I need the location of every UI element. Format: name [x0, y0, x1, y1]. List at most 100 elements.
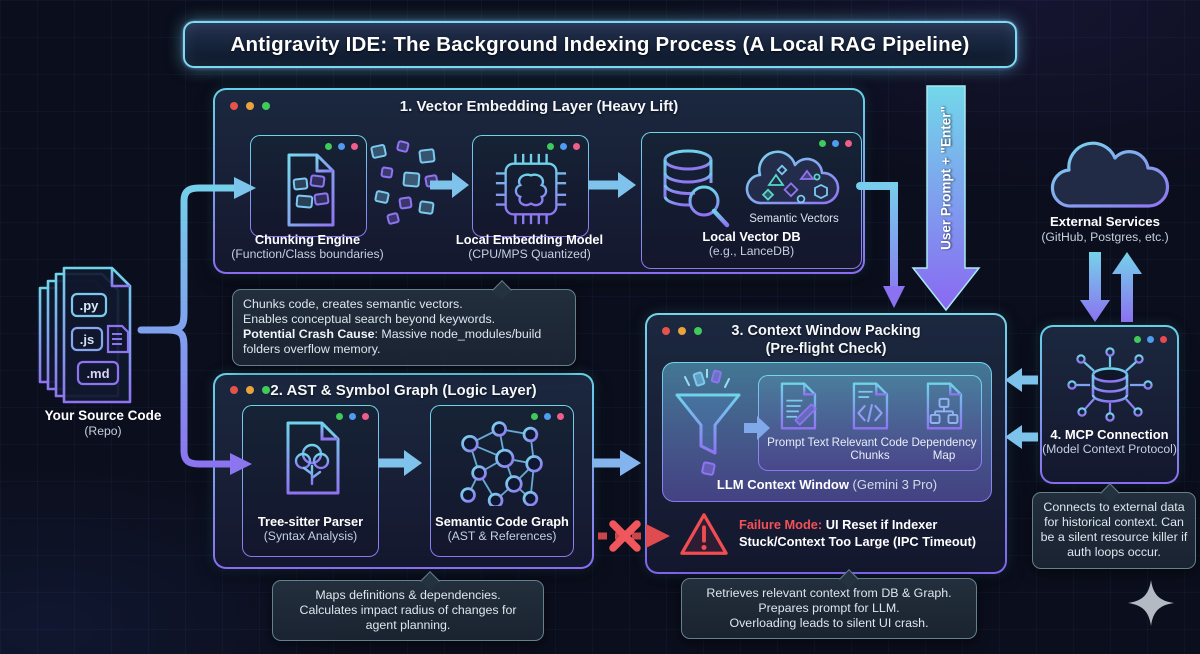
note-bold: Potential Crash Cause — [243, 327, 375, 342]
caption-bold: LLM Context Window — [716, 477, 849, 492]
dot-blue — [338, 143, 345, 150]
dot-green — [819, 140, 826, 147]
prompt-text-item: Prompt Text — [763, 381, 833, 449]
dot-blue — [349, 413, 356, 420]
arrowhead-box1-to-box3 — [883, 286, 905, 308]
dependency-doc-icon — [926, 382, 963, 430]
tree-sitter-node: Tree-sitter Parser (Syntax Analysis) — [242, 405, 379, 557]
minimize-icon — [246, 386, 254, 394]
maximize-icon — [694, 327, 702, 335]
code-chunks-label: Relevant Code Chunks — [831, 436, 909, 463]
note-line: Calculates impact radius of changes for — [299, 603, 517, 618]
maximize-icon — [262, 102, 270, 110]
failure-line-1: UI Reset if Indexer — [822, 517, 938, 532]
note-line: Retrieves relevant context from DB & Gra… — [706, 586, 952, 600]
chip-brain-icon — [495, 153, 566, 225]
tree-parser-icon — [286, 421, 339, 495]
context-items-box: Prompt Text Relevant Code Chunks — [758, 375, 982, 471]
external-services-group: External Services (GitHub, Postgres, etc… — [1022, 128, 1188, 244]
ast-symbol-graph-window: 2. AST & Symbol Graph (Logic Layer) Tree… — [213, 373, 594, 569]
note-line: Chunks code, creates semantic vectors. — [243, 297, 463, 311]
warning-icon — [680, 513, 728, 555]
dot-red — [1160, 336, 1167, 343]
mcp-hub-icon — [1066, 347, 1153, 422]
cloud-icon — [1050, 141, 1170, 208]
close-icon — [230, 386, 238, 394]
failure-line-2: Stuck/Context Too Large (IPC Timeout) — [739, 533, 976, 549]
code-doc-icon — [852, 382, 889, 430]
arrow-box1-to-box3 — [856, 182, 898, 292]
source-code-group: .py .js .md Your Source Code (Repo) — [28, 266, 178, 438]
caption-rest: (Gemini 3 Pro) — [848, 477, 938, 492]
dot-green — [325, 143, 332, 150]
scattered-chunks-icon — [370, 140, 439, 225]
mcp-connection-window: 4. MCP Connection (Model Context Protoco… — [1040, 325, 1179, 484]
vector-db-label: Local Vector DB (e.g., LanceDB) — [702, 229, 801, 259]
llm-context-caption: LLM Context Window (Gemini 3 Pro) — [663, 477, 991, 492]
close-icon — [230, 102, 238, 110]
user-prompt-label: User Prompt + "Enter" — [938, 106, 954, 250]
tree-sitter-label: Tree-sitter Parser (Syntax Analysis) — [257, 514, 364, 544]
database-search-icon — [663, 149, 730, 228]
chunking-doc-icon — [287, 153, 334, 227]
note-line: Maps definitions & dependencies. — [315, 588, 501, 602]
external-services-label: External Services (GitHub, Postgres, etc… — [1041, 214, 1169, 244]
dependency-map-item: Dependency Map — [909, 381, 979, 463]
note-line: agent planning. — [365, 618, 451, 633]
dependency-map-label: Dependency Map — [911, 436, 977, 463]
vector-embedding-layer-window: 1. Vector Embedding Layer (Heavy Lift) C… — [213, 88, 865, 274]
ast-layer-note: Maps definitions & dependencies. Calcula… — [272, 571, 544, 642]
diagram-title: Antigravity IDE: The Background Indexing… — [230, 32, 970, 56]
llm-context-container: Prompt Text Relevant Code Chunks — [662, 362, 992, 502]
vector-layer-note: Chunks code, creates semantic vectors. E… — [232, 280, 576, 366]
arrow-mcp-to-box3-bottom — [1005, 425, 1038, 449]
semantic-vectors-cloud-icon — [745, 150, 840, 205]
failure-label: Failure Mode: — [739, 517, 823, 532]
arrow-mcp-to-cloud — [1112, 252, 1142, 322]
dot-green — [336, 413, 343, 420]
close-icon — [662, 327, 670, 335]
arrow-box2-to-box3 — [592, 450, 641, 476]
chunking-engine-node — [250, 135, 367, 237]
mini-window-controls — [547, 143, 580, 150]
dot-green — [1134, 336, 1141, 343]
title-line-1: 3. Context Window Packing — [731, 323, 921, 339]
title-line-2: (Pre-flight Check) — [765, 341, 887, 358]
context-packing-title: 3. Context Window Packing (Pre-flight Ch… — [647, 322, 1005, 358]
context-packing-note: Retrieves relevant context from DB & Gra… — [681, 569, 977, 640]
mini-window-controls — [531, 413, 564, 420]
minimize-icon — [246, 102, 254, 110]
mini-window-controls — [336, 413, 369, 420]
embedding-model-node — [472, 135, 589, 237]
window-controls — [230, 102, 270, 110]
dot-pink — [351, 143, 358, 150]
code-graph-node: Semantic Code Graph (AST & References) — [430, 405, 574, 557]
badge-md: .md — [86, 366, 109, 381]
note-line: Overloading leads to silent UI crash. — [729, 616, 929, 631]
funnel-icon — [675, 369, 741, 476]
vector-db-node: Semantic Vectors Local Vector DB (e.g., … — [641, 132, 862, 269]
dot-blue — [1147, 336, 1154, 343]
dot-pink — [362, 413, 369, 420]
mcp-label: 4. MCP Connection (Model Context Protoco… — [1042, 427, 1177, 457]
arrow-cloud-to-mcp — [1080, 252, 1110, 322]
dot-pink — [573, 143, 580, 150]
code-graph-icon — [460, 421, 543, 506]
mini-window-controls — [819, 140, 852, 147]
note-line: Connects to external data for historical… — [1040, 500, 1188, 560]
vector-layer-title: 1. Vector Embedding Layer (Heavy Lift) — [399, 98, 679, 115]
note-line: Potential Crash Cause: Massive node_modu… — [243, 327, 565, 357]
window-controls — [662, 327, 702, 335]
dot-pink — [845, 140, 852, 147]
mcp-note: Connects to external data for historical… — [1032, 483, 1196, 569]
code-chunks-item: Relevant Code Chunks — [831, 381, 909, 463]
note-line: Enables conceptual search beyond keyword… — [243, 312, 496, 327]
semantic-vectors-label: Semantic Vectors — [749, 213, 839, 225]
prompt-doc-icon — [780, 382, 817, 430]
prompt-text-label: Prompt Text — [767, 436, 829, 449]
dot-blue — [832, 140, 839, 147]
minimize-icon — [678, 327, 686, 335]
dot-green — [547, 143, 554, 150]
source-files-icon: .py .js .md — [38, 266, 132, 404]
context-packing-window: 3. Context Window Packing (Pre-flight Ch… — [645, 313, 1007, 574]
